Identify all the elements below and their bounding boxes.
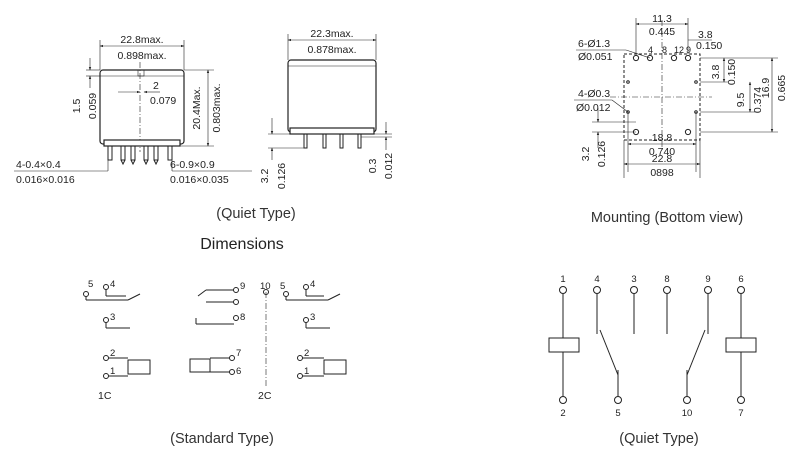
quiet-pin-3: 3 xyxy=(631,274,636,285)
quiet-pin-9: 9 xyxy=(705,274,710,285)
caption-quiet-type-bottom: (Quiet Type) xyxy=(619,431,699,447)
mounting-holes-large-in: Ø0.051 xyxy=(578,51,613,63)
side-pin-gap-mm: 0.3 xyxy=(367,159,379,174)
mounting-pin-label-1: 4 xyxy=(648,45,653,55)
quiet-pin-4: 4 xyxy=(594,274,599,285)
std-pin-5a: 5 xyxy=(88,279,93,290)
mounting-pin-label-5: 9 xyxy=(686,45,691,55)
mounting-right-inner-mm: 9.5 xyxy=(735,93,747,108)
front-width-mm: 22.8max. xyxy=(120,34,163,46)
standard-2c-contacts-right xyxy=(283,284,341,329)
front-pin-small-mm: 4-0.4×0.4 xyxy=(16,159,61,171)
side-pin-length-in: 0.126 xyxy=(276,163,288,189)
front-view-pins xyxy=(107,145,173,166)
standard-2c-coil-left xyxy=(189,355,235,375)
quiet-pin-7: 7 xyxy=(738,408,743,419)
mounting-holes-large xyxy=(632,54,692,136)
front-view-body xyxy=(99,69,185,145)
front-pin-small-in: 0.016×0.016 xyxy=(16,174,75,186)
std-pin-6: 6 xyxy=(236,366,241,377)
mounting-top-in: 0.445 xyxy=(649,26,675,38)
side-view-pins xyxy=(303,133,362,149)
quiet-coil-left xyxy=(548,286,580,404)
mounting-holes-small-label: 4-Ø0.3 xyxy=(578,88,610,100)
quiet-pin-8: 8 xyxy=(664,274,669,285)
mounting-top-mm: 11.3 xyxy=(652,13,672,25)
mounting-view: 4 8 12 9 11.3 0.445 3.8 0.150 6-Ø1.3 Ø0.… xyxy=(574,13,788,179)
front-pin-offset-in: 0.079 xyxy=(150,95,176,107)
std-pin-9: 9 xyxy=(240,281,245,292)
label-2c: 2C xyxy=(258,390,272,402)
std-pin-3b: 3 xyxy=(310,312,315,323)
std-pin-2b: 2 xyxy=(304,348,309,359)
mounting-bottom-outer-in: 0898 xyxy=(650,167,674,179)
side-pin-length-mm: 3.2 xyxy=(259,169,271,184)
std-pin-7: 7 xyxy=(236,348,241,359)
mounting-holes-large-label: 6-Ø1.3 xyxy=(578,38,610,50)
side-width-in: 0.878max. xyxy=(307,44,356,56)
mounting-pin-label-2: 8 xyxy=(662,45,667,55)
mounting-right-top-mm: 3.8 xyxy=(698,29,713,41)
quiet-switch-right xyxy=(663,286,712,404)
mounting-pin-label-4: 12 xyxy=(674,45,684,55)
mounting-left-mm: 3.2 xyxy=(580,147,592,162)
standard-schematic: 5 4 3 2 1 1C 9 10 8 xyxy=(83,279,347,402)
std-pin-3a: 3 xyxy=(110,312,115,323)
caption-mounting: Mounting (Bottom view) xyxy=(591,210,743,226)
mounting-right-outer-mm: 16.9 xyxy=(760,78,772,99)
mounting-right-inner-in: 0.374 xyxy=(752,87,764,113)
caption-quiet-type-top: (Quiet Type) xyxy=(216,206,296,222)
quiet-pin-1: 1 xyxy=(560,274,565,285)
side-pin-gap-in: 0.012 xyxy=(383,153,395,179)
mounting-bottom-outer-mm: 22.8 xyxy=(652,153,673,165)
standard-1c-coil xyxy=(103,355,151,379)
std-pin-8: 8 xyxy=(240,312,245,323)
mounting-left-in: 0.126 xyxy=(596,141,608,167)
std-pin-4a: 4 xyxy=(110,279,115,290)
caption-standard-type: (Standard Type) xyxy=(170,431,274,447)
quiet-coil-right xyxy=(725,286,757,404)
quiet-pin-2: 2 xyxy=(560,408,565,419)
std-pin-1a: 1 xyxy=(110,366,115,377)
quiet-switch-left xyxy=(593,286,638,404)
mounting-bottom-inner-in: 0.740 xyxy=(649,146,675,158)
quiet-schematic: 1 4 3 8 9 6 2 5 10 7 xyxy=(548,274,757,419)
quiet-pin-10: 10 xyxy=(682,408,693,419)
quiet-pin-5: 5 xyxy=(615,408,620,419)
label-1c: 1C xyxy=(98,390,112,402)
mounting-bottom-inner-mm: 18.8 xyxy=(652,132,673,144)
front-offset-mm: 1.5 xyxy=(71,99,83,114)
front-height-in: 0.803max. xyxy=(211,83,223,132)
mounting-right-top-in: 0.150 xyxy=(696,40,722,52)
mounting-right-outer-in: 0.665 xyxy=(776,75,788,101)
standard-2c-coil-right xyxy=(297,355,347,379)
quiet-pin-6: 6 xyxy=(738,274,743,285)
mounting-holes-small-in: Ø0.012 xyxy=(576,102,611,114)
front-width-in: 0.898max. xyxy=(117,50,166,62)
mounting-right-mid-mm: 3.8 xyxy=(710,65,722,80)
standard-1c-contacts xyxy=(83,284,141,329)
front-pin-large-mm: 6-0.9×0.9 xyxy=(170,159,215,171)
std-pin-2a: 2 xyxy=(110,348,115,359)
side-width-mm: 22.3max. xyxy=(310,28,353,40)
front-offset-in: 0.059 xyxy=(87,93,99,119)
std-pin-10: 10 xyxy=(260,281,271,292)
front-view: 22.8max. 0.898max. 20.4Max. 0.803max. 1.… xyxy=(14,34,252,186)
mounting-right-mid-in: 0.150 xyxy=(726,59,738,85)
front-pin-offset-mm: 2 xyxy=(153,80,159,92)
std-pin-4b: 4 xyxy=(310,279,315,290)
standard-2c-contacts-left xyxy=(195,287,239,325)
front-pin-large-in: 0.016×0.035 xyxy=(170,174,229,186)
front-height-mm: 20.4Max. xyxy=(191,86,203,129)
side-view: 22.3max. 0.878max. 3.2 0.126 0.3 0.012 xyxy=(259,28,395,189)
side-view-body xyxy=(287,59,377,133)
caption-dimensions: Dimensions xyxy=(200,236,284,253)
std-pin-5b: 5 xyxy=(280,281,285,292)
std-pin-1b: 1 xyxy=(304,366,309,377)
